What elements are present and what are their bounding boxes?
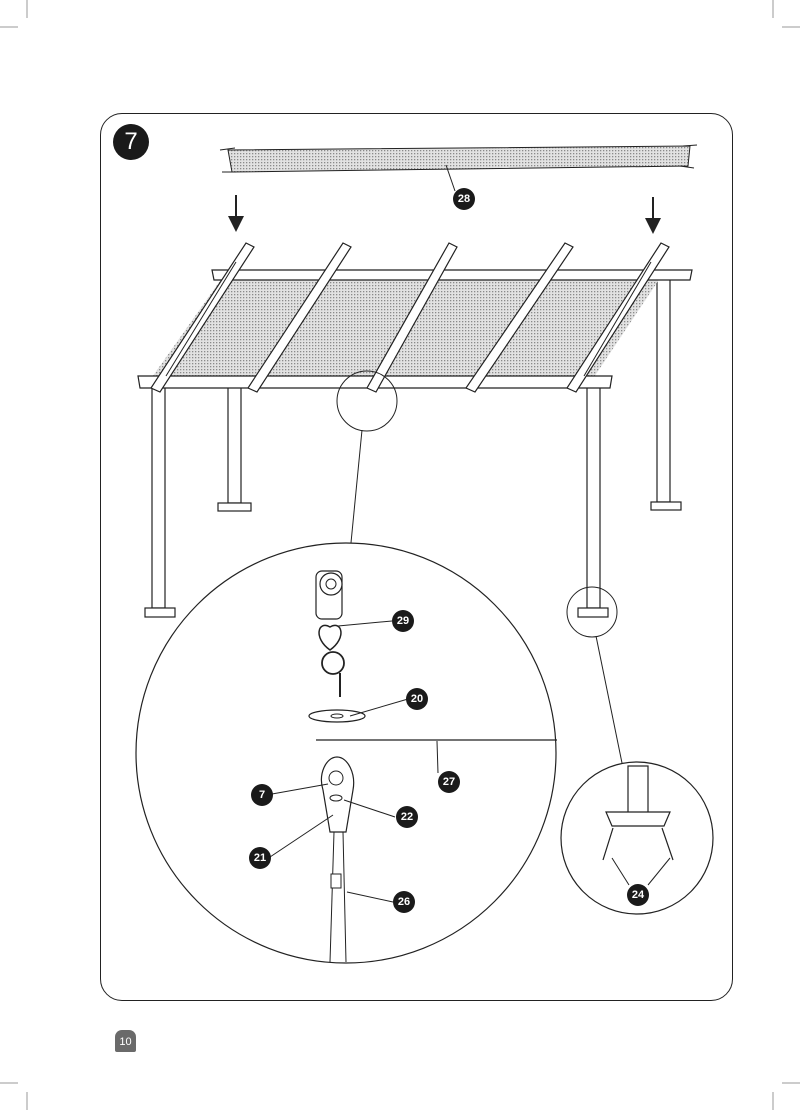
callout-label: 29 [397,615,409,627]
cable-detail-view [135,542,557,964]
callout-20: 20 [406,688,428,710]
leader-lines [269,164,671,903]
step-number-badge: 7 [113,124,149,160]
callout-label: 20 [411,693,423,705]
callout-21: 21 [249,847,271,869]
callout-29: 29 [392,610,414,632]
callout-28: 28 [453,188,475,210]
callout-27: 27 [438,771,460,793]
callout-22: 22 [396,806,418,828]
callout-label: 28 [458,193,470,205]
callout-label: 22 [401,811,413,823]
step-panel [100,113,733,1001]
callout-24: 24 [627,884,649,906]
callout-label: 21 [254,852,266,864]
callout-26: 26 [393,891,415,913]
page-number: 10 [115,1030,136,1052]
post-foot-marker [566,586,623,764]
pergola-frame [137,242,693,618]
callout-7: 7 [251,784,273,806]
callout-label: 26 [398,896,410,908]
callout-label: 24 [632,889,645,901]
canopy-sheet [219,144,698,173]
beam-detail-marker [336,370,398,554]
callout-label: 7 [259,789,265,801]
anchor-detail-view [560,761,714,915]
callout-label: 27 [443,776,455,788]
